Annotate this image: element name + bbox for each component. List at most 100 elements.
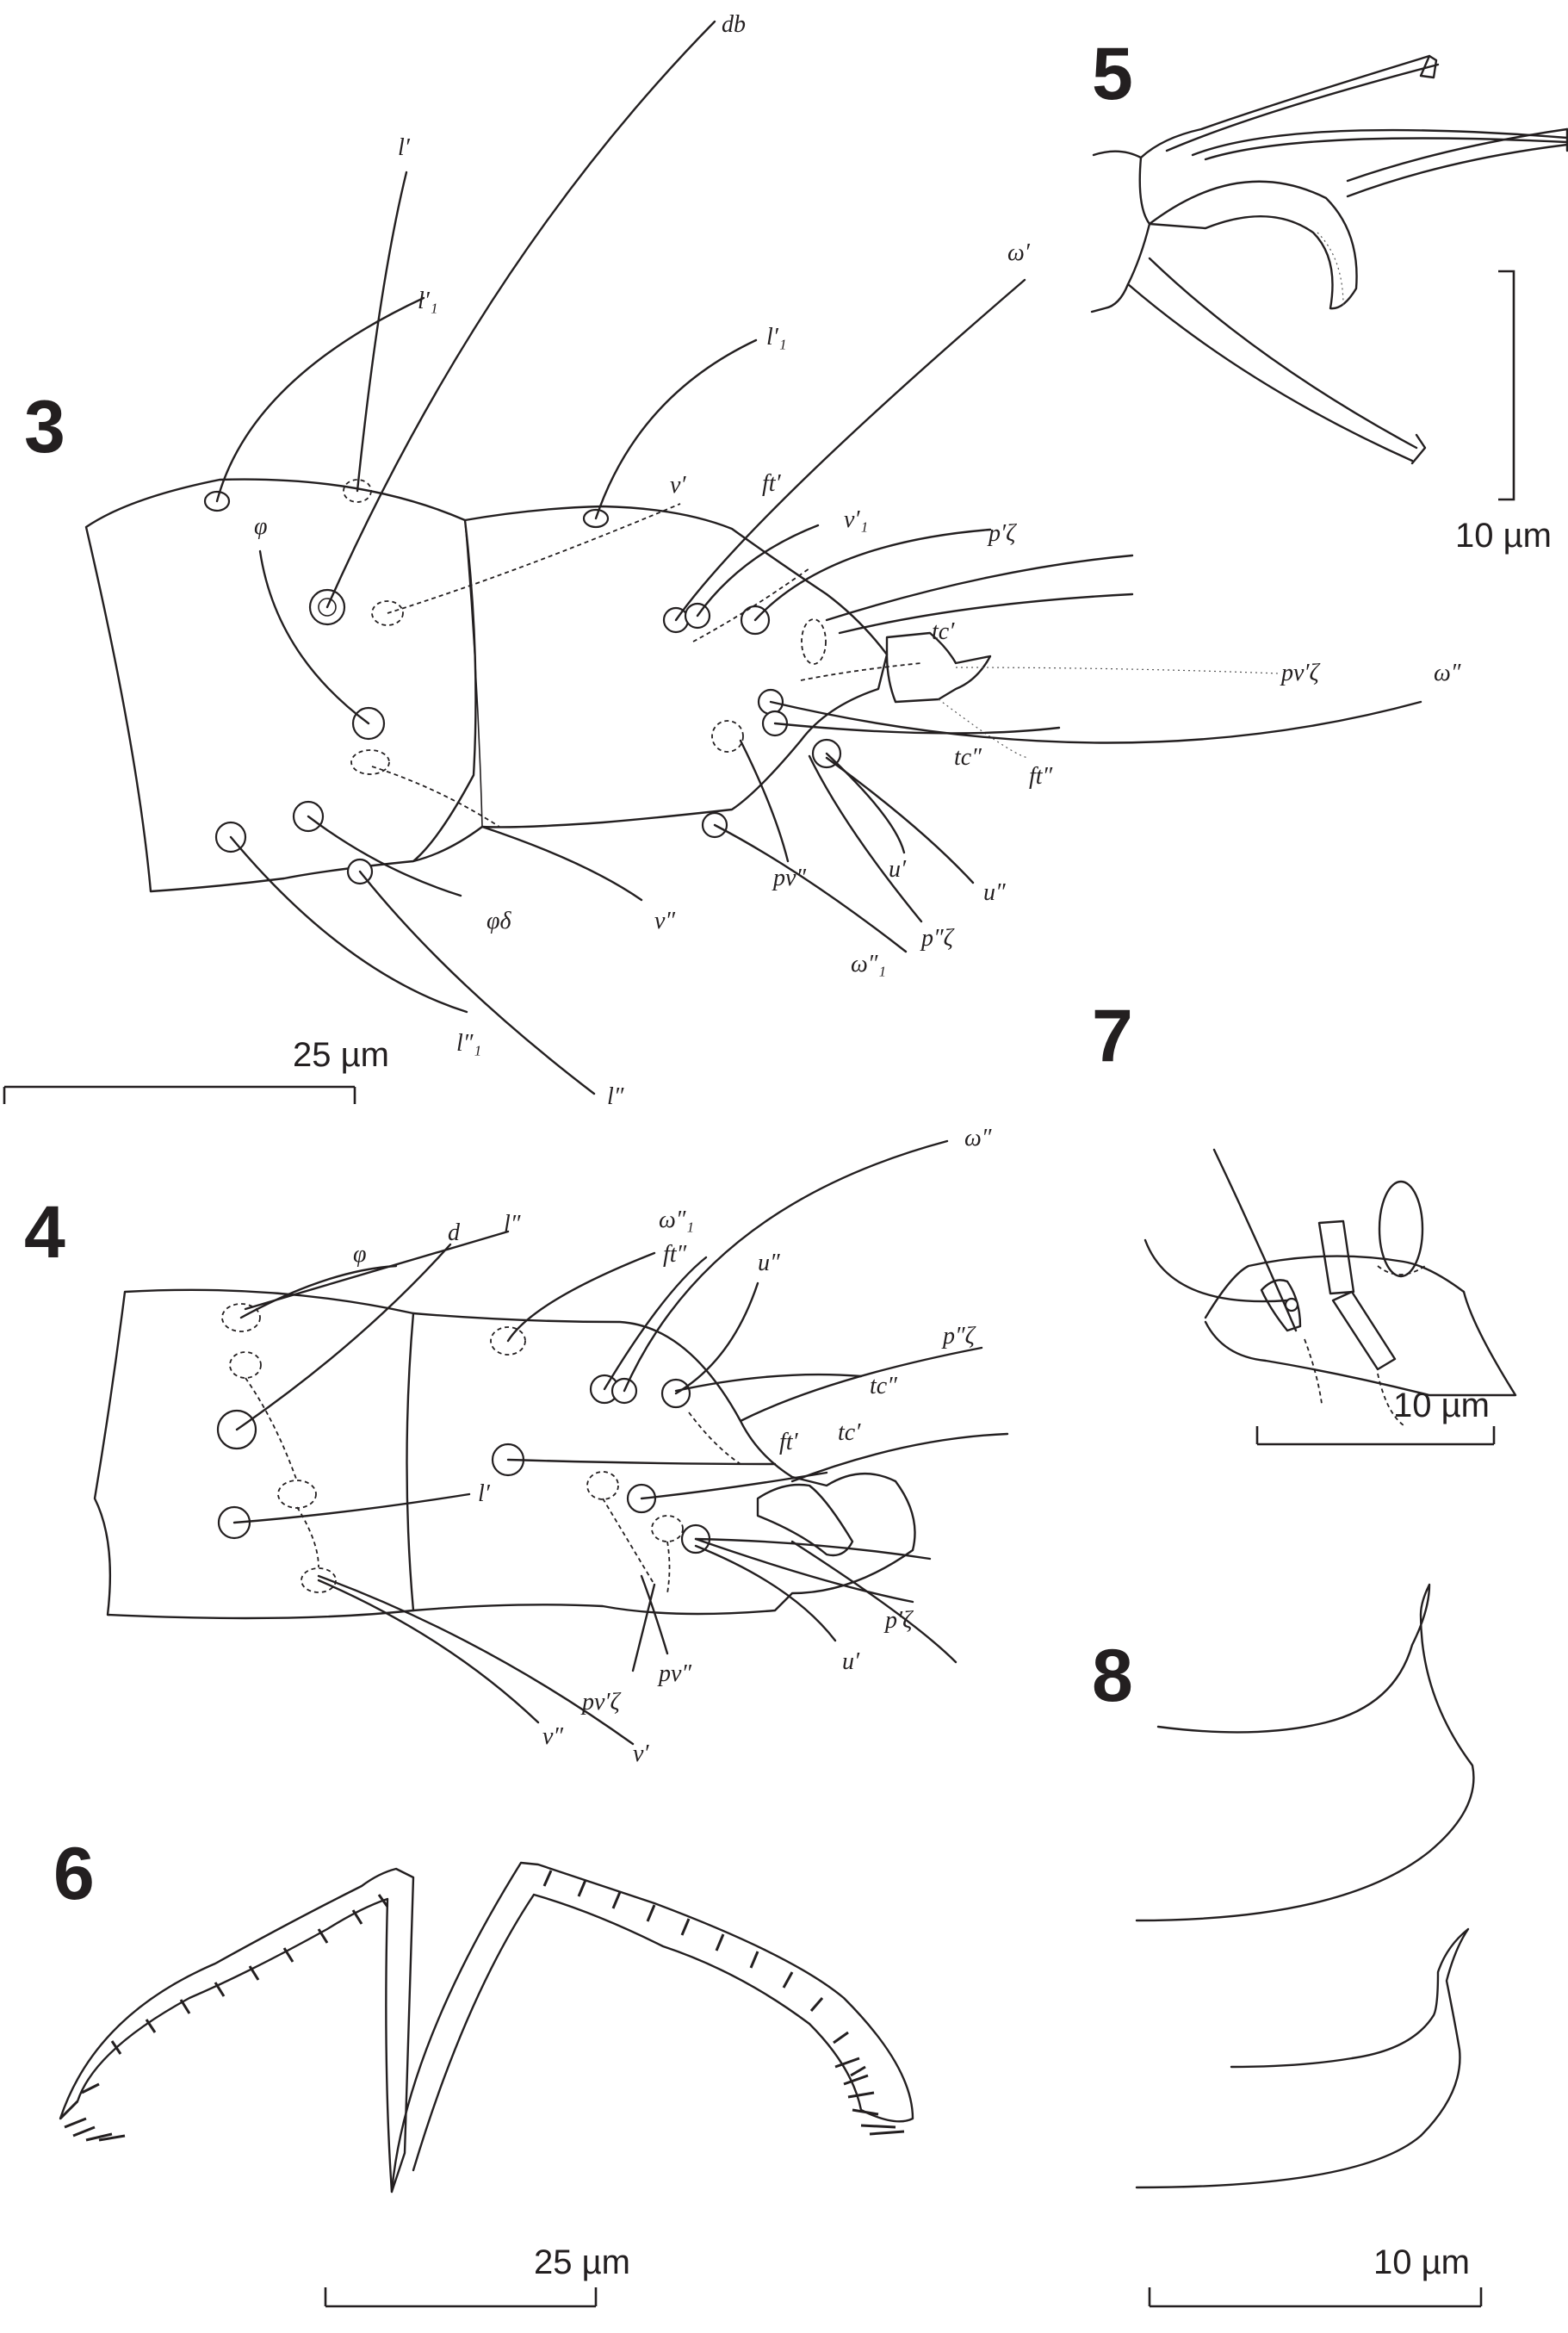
fig3-socket	[350, 749, 390, 775]
fig3-seta-db	[325, 20, 716, 609]
fig6-left-hatching	[59, 2082, 126, 2142]
fig3-seta-u2	[825, 756, 975, 884]
fig3-label: l″₁	[456, 1030, 481, 1057]
fig3-tarsus-outline	[412, 505, 889, 863]
fig3-label: db	[722, 11, 746, 38]
fig6-scale-bar	[324, 2287, 598, 2308]
fig4-label: l″	[504, 1211, 521, 1238]
fig3-label: l′	[398, 134, 411, 161]
fig4-seta-shaft	[790, 1432, 1009, 1483]
fig4-seta-p1zeta-b	[694, 1537, 914, 1604]
fig3-socket	[711, 720, 744, 753]
fig8-scale-label: 10 µm	[1373, 2243, 1470, 2281]
fig5-seta-right	[1346, 127, 1568, 183]
fig7-seta-curve	[1143, 1238, 1292, 1309]
fig4-seta-u1	[694, 1544, 837, 1642]
fig7-lobe	[1378, 1180, 1424, 1278]
fig3-canal	[387, 503, 681, 614]
figure-8-hooks: 8 10 µm	[1092, 1583, 1483, 2308]
figure-3-number: 3	[24, 386, 65, 468]
fig4-label: ft″	[663, 1241, 687, 1268]
fig4-label: v′	[633, 1740, 649, 1767]
fig4-claw	[756, 1483, 854, 1557]
fig4-canal	[666, 1541, 671, 1594]
fig5-seta-long	[1191, 127, 1568, 157]
fig4-socket	[221, 1303, 261, 1332]
fig3-label: p′ζ	[987, 520, 1017, 547]
fig4-label: u″	[758, 1250, 780, 1276]
fig4-label: l′	[478, 1480, 491, 1507]
fig3-socket	[318, 598, 337, 617]
fig8-upper-hook	[1135, 1583, 1475, 1922]
fig3-canal	[800, 662, 922, 681]
fig6-left-ribs	[110, 1894, 389, 2055]
fig7-scale-bar	[1255, 1426, 1496, 1446]
fig3-seta-p1zeta-shaft	[825, 554, 1134, 622]
fig3-seta-l1	[356, 171, 408, 493]
figure-6-structure: 6 25 µm	[53, 1833, 914, 2308]
fig7-scale-label: 10 µm	[1393, 1387, 1490, 1424]
fig3-label: l″	[607, 1083, 624, 1110]
fig4-label: pv″	[657, 1660, 691, 1687]
fig4-seta-u2	[674, 1281, 759, 1395]
fig3-leader	[955, 667, 1280, 674]
fig3-seta-l1sub	[215, 296, 425, 503]
fig7-socket	[1284, 1297, 1299, 1312]
fig4-seta-p2zeta	[739, 1346, 983, 1423]
fig3-label: u′	[889, 856, 907, 883]
fig4-canal	[602, 1498, 655, 1585]
fig6-scale-label: 25 µm	[534, 2243, 630, 2281]
fig3-label: pv″	[772, 865, 806, 891]
fig4-label: p″ζ	[941, 1323, 976, 1350]
fig4-socket	[586, 1471, 619, 1500]
fig4-canal	[245, 1377, 298, 1482]
fig3-label: l′₁	[766, 324, 787, 351]
figure-4-leg-segment: 4	[24, 1125, 1009, 1767]
fig4-socket	[277, 1480, 317, 1509]
fig3-label: φδ	[487, 908, 511, 934]
fig3-label: v″	[654, 908, 675, 934]
fig4-label: tc″	[870, 1373, 897, 1399]
fig3-label: ft″	[1029, 763, 1053, 790]
fig3-socket	[801, 618, 827, 665]
fig4-seta-pv1zeta	[631, 1583, 656, 1672]
fig5-lower-seta	[1126, 257, 1418, 462]
fig4-seta-l2	[244, 1230, 510, 1311]
fig4-seta-v2	[317, 1579, 540, 1724]
fig3-seta-p2zeta	[808, 754, 923, 923]
fig4-label: ft′	[779, 1429, 799, 1455]
figure-7-number: 7	[1092, 995, 1133, 1077]
figure-4-number: 4	[24, 1191, 65, 1274]
fig3-genu-outline	[84, 478, 477, 893]
fig3-seta-v1sub	[696, 524, 820, 617]
fig5-base	[1090, 150, 1151, 313]
fig3-label: pv′ζ	[1280, 660, 1321, 686]
fig4-seta-d	[235, 1243, 452, 1431]
fig3-seta-phi-delta	[307, 815, 462, 897]
fig3-seta-tc2	[773, 722, 1061, 735]
fig3-label: φ	[254, 513, 268, 540]
fig4-seta-ft2	[603, 1256, 708, 1391]
fig7-body	[1204, 1255, 1517, 1397]
fig3-solenidion-omega2	[769, 700, 1422, 744]
fig3-scale-label: 25 µm	[293, 1036, 389, 1074]
figure-8-number: 8	[1092, 1635, 1133, 1717]
fig4-label: ω″	[964, 1125, 992, 1151]
fig4-socket	[301, 1567, 337, 1593]
fig3-label: l′₁	[418, 288, 438, 314]
fig5-seta-long-b	[1204, 137, 1568, 161]
fig3-label: ω″₁	[851, 951, 886, 977]
fig3-label: ω″	[1434, 660, 1461, 686]
fig4-socket	[490, 1326, 526, 1356]
figure-7-structure: 7 10 µm	[1092, 995, 1517, 1446]
fig4-seta-p1zeta-a	[694, 1537, 932, 1561]
fig3-socket	[371, 600, 404, 626]
fig6-right-ribs	[542, 1870, 866, 2077]
fig3-seta-l2	[358, 870, 596, 1095]
fig3-socket	[343, 479, 372, 503]
figure-5-ambulacrum: 5 10 µm	[1090, 33, 1568, 555]
fig5-claw-inner	[1317, 232, 1344, 307]
fig3-seta-phi	[258, 549, 370, 725]
fig4-solenidion-omega2sub	[506, 1251, 656, 1343]
